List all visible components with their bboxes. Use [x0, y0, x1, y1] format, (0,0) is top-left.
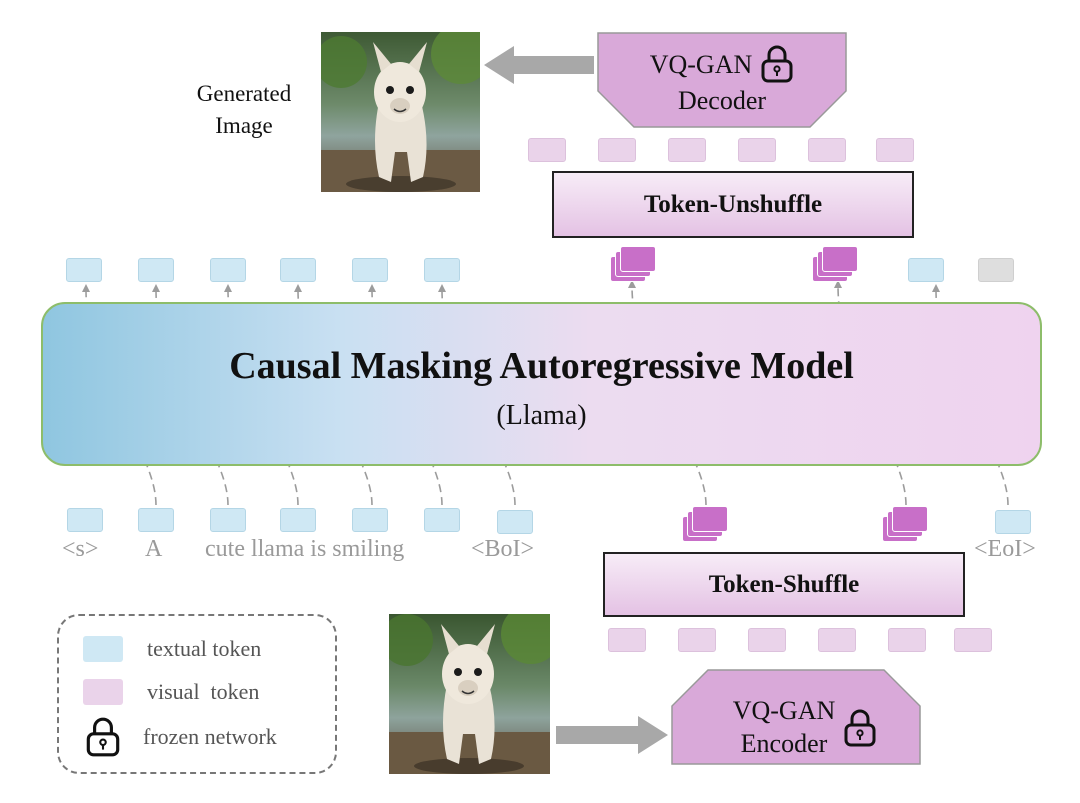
visual-token — [528, 138, 566, 162]
input-text-token — [210, 508, 246, 532]
input-visual-token-stack — [682, 506, 730, 542]
model-title: Causal Masking Autoregressive Model — [229, 345, 854, 387]
word-end-image-token: <EoI> — [974, 536, 1036, 562]
word-a: A — [145, 536, 163, 562]
input-text-token — [138, 508, 174, 532]
token-unshuffle-block: Token-Unshuffle — [552, 171, 914, 238]
token-unshuffle-label: Token-Unshuffle — [643, 190, 823, 218]
output-text-token — [908, 258, 944, 282]
visual-token — [608, 628, 646, 652]
output-text-token — [138, 258, 174, 282]
visual-token — [748, 628, 786, 652]
encoder-line1: VQ-GAN — [732, 696, 836, 725]
vq-gan-encoder-shape — [671, 669, 921, 765]
input-text-token — [280, 508, 316, 532]
output-text-token — [280, 258, 316, 282]
word-start-token: <s> — [62, 536, 99, 562]
visual-token — [954, 628, 992, 652]
decoder-line1: VQ-GAN — [649, 49, 753, 79]
visual-token — [818, 628, 856, 652]
visual-token — [876, 138, 914, 162]
generated-image-label: Generated Image — [196, 81, 292, 138]
generated-llama-image — [321, 32, 480, 192]
textual-token-swatch — [83, 636, 123, 662]
visual-token — [668, 138, 706, 162]
word-begin-image-token: <BoI> — [471, 536, 535, 562]
token-shuffle-block: Token-Shuffle — [603, 552, 965, 617]
visual-token-swatch — [83, 679, 123, 705]
visual-token — [738, 138, 776, 162]
decoder-line2: Decoder — [677, 86, 767, 115]
visual-token — [808, 138, 846, 162]
autoregressive-model-block: Causal Masking Autoregressive Model (Lla… — [41, 302, 1042, 466]
output-end-token — [978, 258, 1014, 282]
lock-icon — [844, 709, 876, 747]
legend-item-frozen: frozen network — [85, 716, 277, 758]
vq-gan-decoder: VQ-GAN Decoder — [596, 44, 848, 117]
output-text-token — [66, 258, 102, 282]
output-visual-token-stack — [610, 246, 658, 282]
decoder-to-image-arrow — [484, 46, 594, 84]
input-text-token — [67, 508, 103, 532]
input-llama-image — [389, 614, 550, 774]
output-text-token — [352, 258, 388, 282]
legend-item-textual: textual token — [83, 636, 261, 662]
input-text-token — [497, 510, 533, 534]
legend: textual token visual token frozen networ… — [57, 614, 337, 774]
word-sentence: cute llama is smiling — [205, 536, 405, 562]
lock-icon — [761, 45, 793, 83]
input-visual-token-stack — [882, 506, 930, 542]
legend-label: frozen network — [143, 724, 277, 749]
output-text-token — [210, 258, 246, 282]
legend-label: textual token — [147, 636, 262, 661]
visual-token — [598, 138, 636, 162]
model-subtitle: (Llama) — [496, 400, 587, 431]
vq-gan-encoder: VQ-GAN Encoder — [690, 694, 920, 760]
output-text-token — [424, 258, 460, 282]
image-to-encoder-arrow — [556, 716, 668, 754]
token-shuffle-label: Token-Shuffle — [708, 570, 860, 598]
legend-label: visual token — [147, 679, 260, 704]
visual-token — [888, 628, 926, 652]
input-text-token — [352, 508, 388, 532]
output-visual-token-stack — [812, 246, 860, 282]
legend-item-visual: visual token — [83, 679, 259, 705]
input-text-token — [424, 508, 460, 532]
lock-icon — [86, 717, 120, 757]
visual-token — [678, 628, 716, 652]
encoder-line2: Encoder — [740, 729, 828, 758]
input-text-token — [995, 510, 1031, 534]
